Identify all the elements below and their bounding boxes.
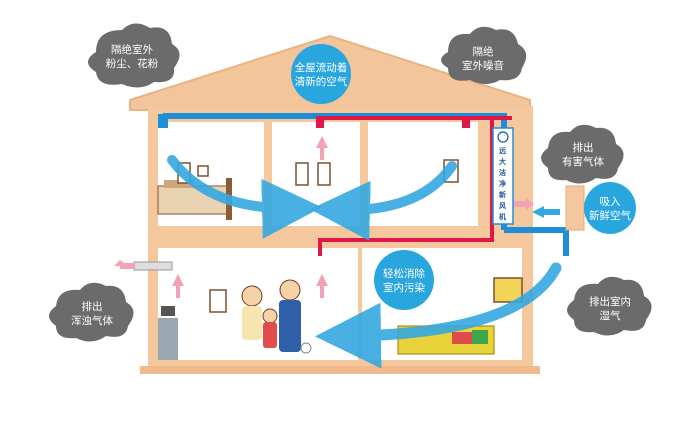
pot-icon xyxy=(161,306,175,316)
exhaust-arrow-tail xyxy=(120,263,134,269)
cloud-label: 排出 xyxy=(82,300,103,313)
exhaust-arrow-tail xyxy=(514,201,526,207)
bubble-intake-fresh: 吸入 新鲜空气 xyxy=(584,182,636,234)
cloud-label: 排出室内 xyxy=(589,295,631,308)
unit-char: 风 xyxy=(499,201,506,210)
cloud-label: 隔绝 xyxy=(473,45,494,58)
chimney xyxy=(565,185,585,231)
cloud-label: 有害气体 xyxy=(562,155,604,168)
exhaust-arrow xyxy=(316,136,328,160)
bubble-remove-pollution: 轻松消除 室内污染 xyxy=(374,250,434,310)
red-duct-lower xyxy=(318,118,494,256)
bed-pillow xyxy=(164,180,194,188)
picture-frame-icon xyxy=(295,162,309,186)
bubble-shape xyxy=(584,182,636,234)
cloud-exhaust-turbid: 排出 浑浊气体 xyxy=(49,282,134,342)
cloud-label: 室外噪音 xyxy=(462,59,504,72)
window-icon xyxy=(493,277,523,303)
flow-arrow xyxy=(167,155,322,239)
bubble-label: 新鲜空气 xyxy=(589,209,631,222)
unit-char: 远 xyxy=(499,147,507,155)
range-hood-icon xyxy=(133,261,173,271)
bubble-label: 清新的空气 xyxy=(295,75,348,88)
bubble-label: 室内污染 xyxy=(383,281,425,294)
cloud-shape xyxy=(567,276,652,336)
fresh-air-unit: 远 大 洁 净 新 风 机 xyxy=(492,127,514,225)
cloud-block-noise: 隔绝 室外噪音 xyxy=(441,26,527,84)
floor-slab xyxy=(148,226,533,248)
bubble-shape xyxy=(374,250,434,310)
unit-char: 机 xyxy=(499,212,506,221)
cloud-exhaust-humid: 排出室内 湿气 xyxy=(567,276,652,336)
sofa-cushion xyxy=(452,332,472,344)
cloud-shape xyxy=(441,26,527,84)
bubble-shape xyxy=(291,44,351,104)
intake-arrow-tail xyxy=(544,209,560,215)
exhaust-arrow xyxy=(172,274,184,298)
picture-frame-icon xyxy=(317,162,331,186)
bubble-label: 吸入 xyxy=(600,196,621,208)
bubble-label: 全屋流动着 xyxy=(295,61,348,74)
flow-arrow xyxy=(315,262,562,369)
duct-vent-top-right xyxy=(462,116,470,128)
unit-char: 新 xyxy=(499,190,506,199)
duct-vent-mid xyxy=(316,116,324,128)
picture-frame-icon xyxy=(209,289,227,313)
cloud-exhaust-harmful: 排出 有害气体 xyxy=(541,124,624,184)
family-icon xyxy=(241,279,312,354)
cloud-shape xyxy=(88,23,180,88)
intake-arrow xyxy=(532,206,544,218)
flow-arrow xyxy=(310,161,457,241)
unit-logo-icon xyxy=(497,131,509,143)
cloud-label: 排出 xyxy=(573,141,594,154)
fresh-airflow xyxy=(167,155,562,369)
cloud-block-pollen: 隔绝室外 粉尘、花粉 xyxy=(88,23,180,88)
cloud-shape xyxy=(541,124,624,184)
sofa-cushion xyxy=(472,330,488,344)
unit-char: 净 xyxy=(499,179,506,188)
unit-body xyxy=(492,127,514,225)
cloud-label: 粉尘、花粉 xyxy=(106,57,159,70)
bubble-label: 轻松消除 xyxy=(383,267,425,280)
unit-char: 大 xyxy=(499,157,506,166)
picture-frame-icon xyxy=(197,165,209,177)
stove-icon xyxy=(158,318,178,360)
exhaust-airflow xyxy=(114,136,534,298)
duct-vent-top-left xyxy=(158,114,168,128)
exhaust-arrow xyxy=(526,198,534,210)
cloud-label: 湿气 xyxy=(600,309,621,322)
bubble-whole-house: 全屋流动着 清新的空气 xyxy=(291,44,351,104)
cloud-label: 浑浊气体 xyxy=(71,314,113,327)
ground xyxy=(140,366,540,374)
cloud-label: 隔绝室外 xyxy=(111,43,153,56)
unit-char: 洁 xyxy=(499,168,506,177)
exhaust-arrow xyxy=(316,274,328,298)
cloud-shape xyxy=(49,282,134,342)
